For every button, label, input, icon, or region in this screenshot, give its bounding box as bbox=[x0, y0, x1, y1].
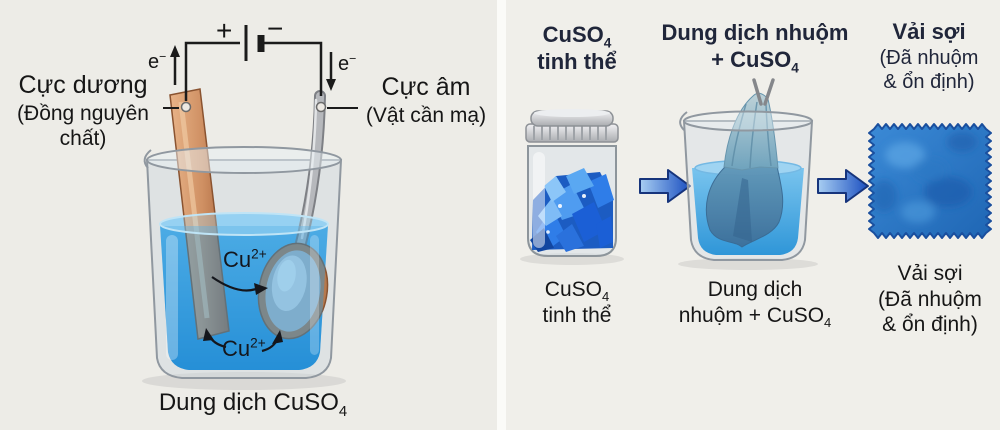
anode-label: Cực dương (Đồng nguyên chất) bbox=[0, 70, 166, 152]
cathode-title: Cực âm bbox=[381, 73, 471, 101]
cathode-subtitle: (Vật cần mạ) bbox=[365, 103, 487, 127]
cu-ion-upper-label: Cu2+ bbox=[223, 246, 267, 272]
step2-caption: Dung dịch nhuộm + CuSO4 bbox=[678, 278, 832, 330]
electron-left-label: e− bbox=[148, 49, 167, 73]
cu-ion-lower-label: Cu2+ bbox=[222, 335, 266, 361]
electron-right-label: e− bbox=[338, 51, 357, 75]
step3-header: Vải sợi (Đã nhuộm & ổn định) bbox=[879, 19, 979, 94]
battery-minus-label: − bbox=[267, 13, 284, 44]
panel-divider bbox=[497, 0, 506, 430]
step3-caption: Vải sợi (Đã nhuộm & ổn định) bbox=[878, 262, 982, 337]
cathode-label: Cực âm (Vật cần mạ) bbox=[352, 72, 500, 128]
solution-caption: Dung dịch CuSO4 bbox=[158, 389, 348, 420]
step2-header: Dung dịch nhuộm + CuSO4 bbox=[661, 20, 849, 76]
anode-subtitle: (Đồng nguyên chất) bbox=[17, 101, 149, 151]
step1-header: CuSO4 tinh thể bbox=[537, 22, 617, 74]
battery-plus-label: + bbox=[216, 15, 233, 46]
step1-caption: CuSO4 tinh thể bbox=[542, 278, 612, 327]
electroplating-panel bbox=[0, 0, 497, 430]
anode-title: Cực dương bbox=[18, 71, 148, 99]
